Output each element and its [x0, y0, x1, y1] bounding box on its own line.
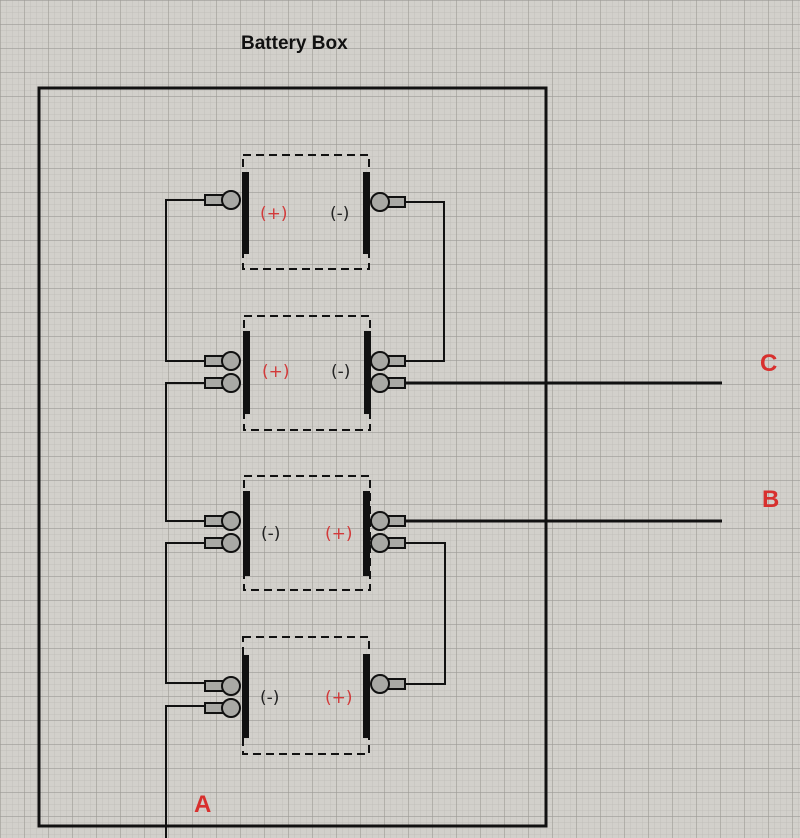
- polarity-label-right: (-): [330, 204, 349, 224]
- diagram-title: Battery Box: [241, 33, 348, 54]
- terminal-post: [204, 533, 241, 553]
- terminal-label-b: B: [762, 486, 779, 513]
- polarity-label-right: (-): [331, 362, 350, 382]
- polarity-label-right: (+): [325, 524, 353, 544]
- polarity-label-left: (-): [261, 524, 280, 544]
- battery-4: (-) (+): [204, 636, 406, 755]
- wiring: [165, 199, 722, 838]
- battery-3: (-) (+): [204, 475, 406, 591]
- terminal-label-c: C: [760, 350, 777, 377]
- battery-plate-left: [242, 172, 249, 254]
- terminal-post: [370, 511, 406, 531]
- polarity-label-left: (-): [260, 688, 279, 708]
- battery-plate-left: [243, 491, 250, 576]
- battery-2: (+) (-): [204, 315, 406, 431]
- battery-plate-right: [364, 331, 371, 414]
- wire-b1-left-to-b2-left: [165, 199, 205, 362]
- wire-b1-right-to-b2-right: [404, 201, 445, 362]
- wire-b3-left-to-b4-left: [165, 542, 205, 684]
- terminal-post: [204, 698, 241, 718]
- battery-1: (+) (-): [204, 154, 406, 270]
- wire-b3-right-to-b4-right: [404, 542, 446, 685]
- battery-box-outline: [37, 86, 548, 828]
- polarity-label-left: (+): [262, 362, 290, 382]
- terminal-post: [370, 533, 406, 553]
- terminal-post: [370, 192, 406, 212]
- terminal-post: [370, 674, 406, 694]
- battery-plate-left: [243, 331, 250, 414]
- polarity-label-left: (+): [260, 204, 288, 224]
- wire-b4-left-to-terminal-a: [165, 705, 205, 838]
- terminal-post: [204, 190, 241, 210]
- terminal-post: [204, 676, 241, 696]
- battery-plate-right: [363, 654, 370, 738]
- polarity-label-right: (+): [325, 688, 353, 708]
- terminal-label-a: A: [194, 791, 211, 818]
- terminal-post: [204, 351, 241, 371]
- battery-plate-left: [242, 655, 249, 738]
- wire-b2-left-to-b3-left: [165, 382, 205, 522]
- battery-plate-right: [363, 172, 370, 254]
- battery-plate-right: [363, 491, 370, 576]
- terminal-post: [370, 351, 406, 371]
- terminal-post: [204, 511, 241, 531]
- terminal-post: [370, 373, 406, 393]
- terminal-post: [204, 373, 241, 393]
